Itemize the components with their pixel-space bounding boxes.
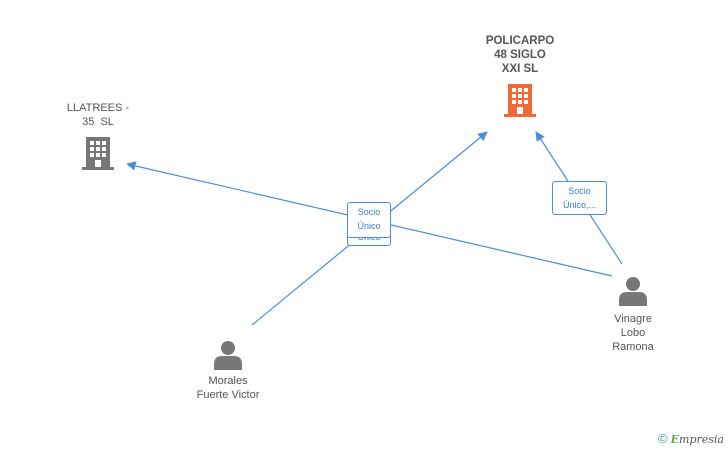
brand-watermark: © Empresia (658, 431, 724, 446)
person-name-morales: Morales Fuerte Victor (183, 374, 273, 402)
company-name-line: XXI SL (501, 63, 539, 75)
person-node-morales[interactable]: Morales Fuerte Victor (183, 340, 273, 402)
company-name-line: POLICARPO (485, 35, 555, 47)
company-name-llatrees: LLATREES - 35 SL (50, 101, 146, 129)
company-node-policarpo[interactable]: POLICARPO 48 SIGLO XXI SL (470, 34, 570, 118)
company-name-line: 35 SL (82, 116, 114, 128)
person-node-vinagre[interactable]: Vinagre Lobo Ramona (592, 276, 674, 354)
company-node-llatrees[interactable]: LLATREES - 35 SL (50, 101, 146, 171)
building-icon (82, 137, 114, 170)
brand-logo: Empresia (671, 433, 724, 446)
person-name-vinagre: Vinagre Lobo Ramona (592, 312, 674, 354)
edge-label-socio-unico-right[interactable]: Socio Único,... (552, 181, 607, 215)
person-icon (214, 341, 242, 370)
edge-label-line: Socio (357, 207, 381, 217)
person-name-line: Ramona (612, 341, 654, 353)
person-icon (619, 277, 647, 306)
company-name-line: LLATREES - (66, 102, 130, 114)
brand-initial: E (670, 433, 680, 446)
person-name-line: Fuerte Victor (196, 389, 260, 401)
edge-label-line: Único (357, 221, 381, 231)
edge-label-socio-unico[interactable]: Socio Único (347, 202, 391, 238)
company-name-policarpo: POLICARPO 48 SIGLO XXI SL (470, 34, 570, 76)
copyright-symbol: © (657, 431, 668, 446)
person-name-line: Vinagre (614, 313, 652, 325)
person-name-line: Lobo (620, 327, 646, 339)
building-icon (504, 84, 536, 117)
edge-label-line: Socio (568, 186, 591, 196)
company-name-line: 48 SIGLO (494, 49, 546, 61)
edge-label-line: Único,... (562, 200, 596, 210)
person-name-line: Morales (208, 375, 248, 387)
brand-name: mpresia (679, 433, 724, 446)
